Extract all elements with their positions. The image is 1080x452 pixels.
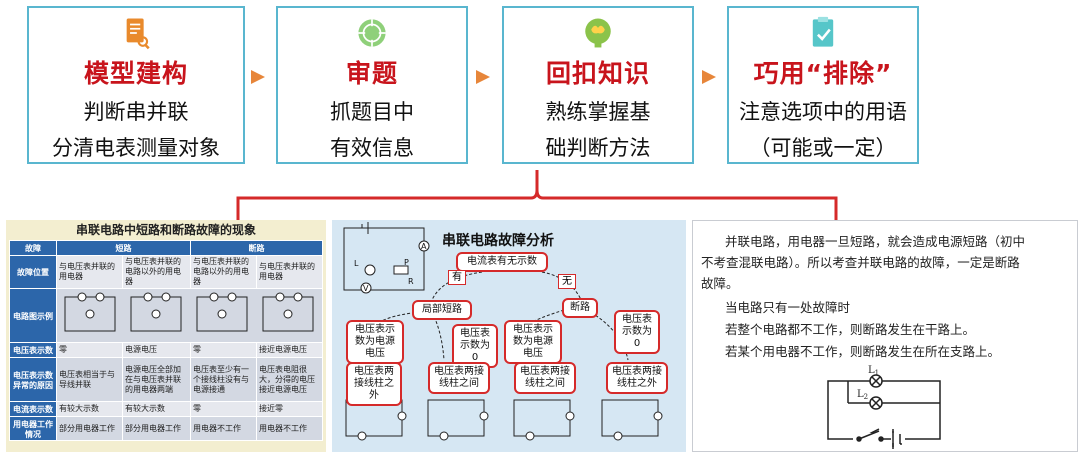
step-line: 熟练掌握基 (545, 100, 651, 124)
table-cell: 与电压表并联的用电器 (56, 255, 123, 289)
table-row: 电压表示数异常的原因 电压表相当于与导线并联 电源电压全部加在与电压表并联的用电… (8, 357, 324, 402)
table-cell: 与电压表并联的电路以外的用电器 (189, 255, 257, 289)
checklist-icon (812, 16, 834, 47)
yes-tag: 有 (448, 270, 466, 285)
lamp-l2-label: L (857, 389, 864, 400)
voltage-zero-node-left: 电压表示数为0 (452, 324, 498, 368)
step-line: 判断串并联 (83, 100, 189, 124)
root-node: 电流表有无示数 (456, 252, 548, 272)
row-label: 电压表示数异常的原因 (8, 357, 58, 402)
step-review-question: 审题 抓题目中 有效信息 (276, 6, 468, 164)
paragraph-line: 不考查混联电路）。所以考查并联电路的故障，一定是断路 (701, 255, 1020, 270)
table-cell: 接近零 (255, 401, 324, 417)
circuit-examples (56, 288, 323, 343)
table-cell: 电压表相当于与导线并联 (56, 357, 123, 402)
parallel-circuit-diagram: L1 L2 (827, 365, 941, 449)
leaf-node: 电压表两接线柱之外 (346, 362, 402, 406)
series-fault-flowchart-panel: A V L R P 串联电路故障分析 电流表有无示数 有 无 局部短路 断路 电… (332, 220, 686, 452)
row-label: 电路图示例 (8, 288, 58, 343)
step-recall-knowledge: 回扣知识 熟练掌握基 础判断方法 (502, 6, 694, 164)
fault-phenomena-table-panel: 串联电路中短路和断路故障的现象 故障 短路 断路 故障位置 与电压表并联的用电器… (6, 220, 326, 452)
table-row: 电流表示数 有较大示数 有较大示数 零 接近零 (8, 401, 324, 417)
table-cell: 与电压表并联的电路以外的用电器 (122, 255, 191, 289)
table-header: 断路 (189, 240, 324, 256)
row-label: 电压表示数 (8, 342, 58, 358)
table-cell: 零 (56, 342, 123, 358)
voltage-source-node-right: 电压表示数为电源电压 (504, 320, 562, 364)
parallel-fault-text-panel: 并联电路，用电器一旦短路，就会造成电源短路（初中 不考查混联电路）。所以考查并联… (692, 220, 1078, 452)
lamp-label: L (354, 259, 359, 268)
brain-icon (585, 18, 611, 48)
arrow-icon (251, 70, 265, 84)
paragraph-line: 若整个电路都不工作，则断路发生在干路上。 (725, 322, 976, 337)
row-label: 用电器工作情况 (8, 416, 58, 441)
step-title: 巧用“排除” (753, 59, 893, 88)
table-row: 故障位置 与电压表并联的用电器 与电压表并联的电路以外的用电器 与电压表并联的电… (8, 255, 324, 289)
arrow-icon (476, 70, 490, 84)
step-use-elimination: 巧用“排除” 注意选项中的用语 （可能或一定） (727, 6, 919, 164)
resistor-label: R (408, 277, 414, 286)
table-cell: 电压表电阻很大，分得的电压接近电源电压 (255, 357, 324, 402)
table-cell: 用电器不工作 (255, 416, 324, 441)
paragraph-line: 故障。 (701, 276, 739, 291)
step-line: 注意选项中的用语 (739, 100, 907, 124)
short-circuit-node: 局部短路 (412, 300, 472, 320)
svg-text:L1: L1 (868, 365, 879, 377)
step-line: 分清电表测量对象 (52, 136, 220, 160)
table-header: 故障 (8, 240, 58, 256)
table-header: 短路 (56, 240, 191, 256)
fault-table: 故障 短路 断路 故障位置 与电压表并联的用电器 与电压表并联的电路以外的用电器… (8, 240, 324, 441)
voltage-zero-node-right: 电压表示数为0 (614, 310, 660, 354)
target-icon (358, 19, 386, 47)
step-line: 有效信息 (330, 136, 414, 160)
table-cell: 零 (189, 401, 257, 417)
step-title: 回扣知识 (545, 59, 650, 88)
step-line: 抓题目中 (330, 100, 414, 124)
step-line: （可能或一定） (749, 136, 897, 160)
voltage-source-node-left: 电压表示数为电源电压 (346, 320, 404, 364)
table-cell: 部分用电器工作 (56, 416, 123, 441)
flowchart-title: 串联电路故障分析 (442, 233, 554, 249)
table-cell: 有较大示数 (122, 401, 191, 417)
leaf-node: 电压表两接线柱之外 (606, 362, 668, 394)
step-title: 审题 (345, 59, 398, 88)
lamp-l2-subscript: 2 (864, 393, 868, 401)
bracket-connector (236, 170, 838, 220)
leaf-node: 电压表两接线柱之间 (428, 362, 490, 394)
step-line: 础判断方法 (545, 136, 651, 160)
table-title: 串联电路中短路和断路故障的现象 (75, 223, 256, 237)
step-model-building: 模型建构 判断串并联 分清电表测量对象 (27, 6, 245, 164)
lamp-l1-subscript: 1 (875, 369, 879, 377)
voltmeter-label: V (363, 284, 369, 293)
row-label: 故障位置 (8, 255, 58, 289)
table-cell: 电源电压全部加在与电压表并联的用电器两端 (122, 357, 191, 402)
table-cell: 电压表至少有一个接线柱没有与电源接通 (189, 357, 257, 402)
step-title: 模型建构 (83, 59, 188, 88)
paragraph-line: 当电路只有一处故障时 (725, 300, 851, 315)
svg-text:L2: L2 (857, 389, 868, 401)
lamp-l1-label: L (868, 365, 875, 376)
table-cell: 零 (189, 342, 257, 358)
document-icon (126, 18, 150, 50)
table-cell: 有较大示数 (56, 401, 123, 417)
leaf-node: 电压表两接线柱之间 (514, 362, 576, 394)
arrow-icon (702, 70, 716, 84)
table-cell: 部分用电器工作 (122, 416, 191, 441)
table-cell: 电源电压 (122, 342, 191, 358)
ammeter-label: A (421, 242, 427, 251)
table-row: 电路图示例 (8, 288, 323, 343)
table-cell: 用电器不工作 (189, 416, 257, 441)
paragraph-line: 若某个用电器不工作，则断路发生在所在支路上。 (725, 344, 1001, 359)
table-cell: 接近电源电压 (255, 342, 324, 358)
table-cell: 与电压表并联的用电器 (255, 255, 324, 289)
slider-label: P (404, 258, 409, 267)
table-row: 用电器工作情况 部分用电器工作 部分用电器工作 用电器不工作 用电器不工作 (8, 416, 324, 441)
paragraph-line: 并联电路，用电器一旦短路，就会造成电源短路（初中 (725, 234, 1026, 249)
circuit-diagrams (64, 292, 314, 332)
no-tag: 无 (558, 274, 576, 289)
row-label: 电流表示数 (8, 401, 58, 417)
table-row: 电压表示数 零 电源电压 零 接近电源电压 (8, 342, 324, 358)
open-circuit-node: 断路 (562, 298, 598, 318)
